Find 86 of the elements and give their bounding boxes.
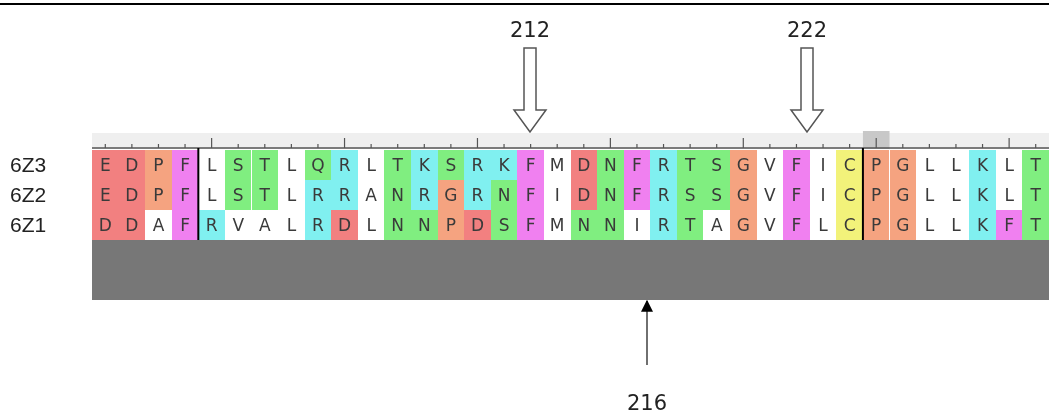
residue-cell: S — [703, 150, 730, 180]
residue-cell: Q — [304, 150, 332, 180]
sequence-name: 6Z2 — [10, 182, 47, 208]
residue-cell: K — [490, 150, 518, 180]
residue-cell: P — [862, 210, 890, 240]
residue-cell: N — [597, 210, 624, 240]
residue-cell: R — [331, 150, 358, 180]
residue-cell: E — [92, 150, 119, 180]
residue-cell: T — [1022, 180, 1049, 210]
residue-cell: S — [224, 150, 252, 180]
residue-cell: R — [464, 180, 491, 210]
residue-cell: R — [650, 150, 677, 180]
residue-cell: D — [570, 180, 598, 210]
residue-cell: K — [969, 210, 996, 240]
residue-cell: R — [331, 180, 358, 210]
residue-cell: P — [862, 150, 890, 180]
residue-cell: F — [623, 180, 651, 210]
residue-cell: P — [862, 180, 890, 210]
residue-cell: G — [730, 150, 757, 180]
residue-cell: R — [464, 150, 491, 180]
residue-cell: R — [198, 210, 225, 240]
residue-cell: T — [1022, 210, 1049, 240]
residue-cell: C — [836, 150, 863, 180]
residue-cell: N — [384, 180, 411, 210]
residue-cell: D — [118, 210, 146, 240]
residue-cell: R — [304, 210, 332, 240]
residue-cell: E — [92, 180, 119, 210]
residue-cell: K — [969, 180, 996, 210]
residue-cell: P — [145, 150, 172, 180]
arrow — [789, 47, 825, 134]
residue-cell: T — [676, 210, 704, 240]
track-bar — [92, 240, 1049, 300]
residue-cell: G — [889, 210, 917, 240]
residue-cell: S — [703, 180, 730, 210]
residue-cell: F — [517, 150, 544, 180]
residue-cell: F — [783, 150, 810, 180]
residue-cell: N — [570, 210, 598, 240]
residue-cell: F — [995, 210, 1023, 240]
residue-cell: C — [836, 180, 863, 210]
residue-cell: S — [224, 180, 252, 210]
residue-cell: F — [517, 180, 544, 210]
residue-cell: N — [597, 150, 624, 180]
ruler — [91, 131, 1049, 149]
residue-cell: G — [889, 150, 917, 180]
residue-cell: T — [251, 150, 279, 180]
arrow — [512, 47, 548, 134]
residue-cell: S — [437, 150, 465, 180]
residue-cell: G — [730, 210, 757, 240]
residue-cell: D — [331, 210, 358, 240]
residue-cell: G — [889, 180, 917, 210]
residue-cell: N — [411, 210, 438, 240]
position-label: 222 — [777, 12, 837, 48]
residue-cell: K — [411, 150, 438, 180]
residue-cell: R — [304, 180, 332, 210]
residue-cell: P — [145, 180, 172, 210]
residue-cell: F — [783, 210, 810, 240]
residue-cell: F — [623, 150, 651, 180]
residue-cell: D — [92, 210, 119, 240]
residue-cell: T — [251, 180, 279, 210]
residue-cell: S — [490, 210, 518, 240]
sequence-name: 6Z3 — [10, 152, 47, 178]
residue-cell: R — [650, 210, 677, 240]
residue-cell: R — [650, 180, 677, 210]
arrow — [641, 299, 653, 366]
residue-cell: D — [464, 210, 491, 240]
residue-cell: N — [597, 180, 624, 210]
residue-cell: R — [411, 180, 438, 210]
residue-cell: T — [676, 150, 704, 180]
residue-cell: K — [969, 150, 996, 180]
residue-cell: F — [783, 180, 810, 210]
residue-cell: C — [836, 210, 863, 240]
residue-cell: F — [517, 210, 544, 240]
residue-cell: G — [730, 180, 757, 210]
position-label: 212 — [500, 12, 560, 48]
residue-cell: D — [118, 180, 146, 210]
residue-cell: S — [676, 180, 704, 210]
position-label: 216 — [617, 365, 677, 415]
residue-cell: N — [490, 180, 518, 210]
residue-cell: G — [437, 180, 465, 210]
residue-cell: T — [384, 150, 411, 180]
residue-cell: P — [437, 210, 465, 240]
residue-cell: D — [118, 150, 146, 180]
residue-cell: T — [1022, 150, 1049, 180]
sequence-name: 6Z1 — [10, 212, 47, 238]
residue-cell: D — [570, 150, 598, 180]
residue-cell: N — [384, 210, 411, 240]
